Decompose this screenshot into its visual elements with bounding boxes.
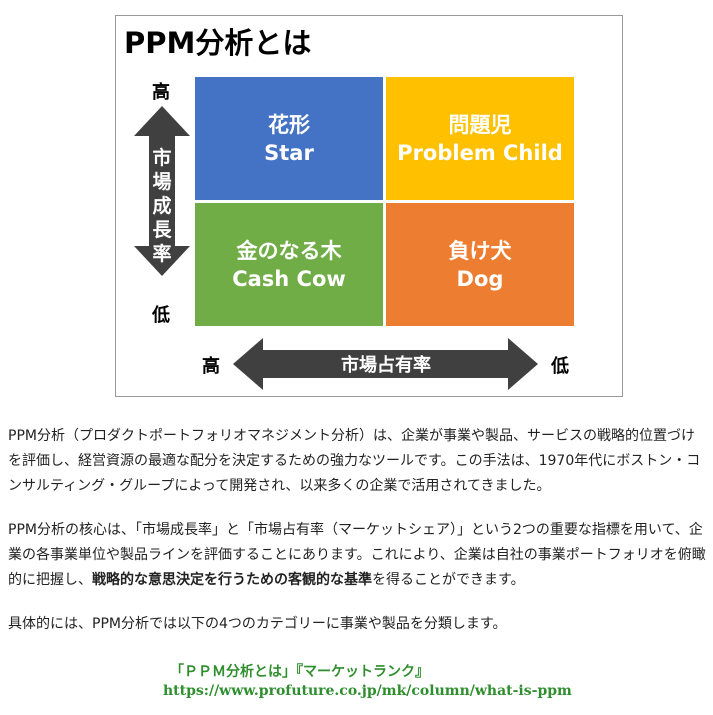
figure-title: PPM分析とは (124, 26, 312, 60)
quadrant-star: 花形 Star (194, 76, 384, 201)
quadrant-en: Cash Cow (232, 266, 346, 291)
quadrant-cash-cow: 金のなる木 Cash Cow (194, 202, 384, 327)
quadrant-jp: 金のなる木 (236, 238, 342, 263)
quadrant-dog: 負け犬 Dog (385, 202, 575, 327)
x-axis-label: 市場占有率 (341, 355, 431, 376)
paragraph-2-bold: 戦略的な意思決定を行うための客観的な基準 (92, 572, 372, 588)
vertical-arrow (134, 106, 190, 276)
horizontal-arrow (233, 338, 538, 390)
quadrant-jp: 花形 (268, 112, 310, 137)
quadrant-jp: 負け犬 (448, 238, 512, 263)
quadrant-en: Problem Child (397, 140, 563, 165)
quadrant-en: Dog (456, 266, 504, 291)
paragraph-2: PPM分析の核心は、「市場成長率」と「市場占有率（マーケットシェア）」という2つ… (8, 518, 708, 593)
axis-arrows (134, 106, 538, 390)
paragraph-2-text-end: を得ることができます。 (372, 572, 525, 588)
citation-url: https://www.profuture.co.jp/mk/column/wh… (163, 683, 572, 699)
y-axis-high: 高 (152, 82, 170, 103)
y-axis-low: 低 (152, 305, 170, 326)
x-axis-low: 低 (551, 356, 569, 377)
quadrant-problem-child: 問題児 Problem Child (385, 76, 575, 201)
x-axis-high: 高 (202, 356, 220, 377)
quadrant-jp: 問題児 (448, 112, 512, 137)
ppm-matrix-figure: PPM分析とは 市場成長率 市場占有率 高 低 高 低 花形 Star 問題児 … (115, 15, 623, 397)
paragraph-1: PPM分析（プロダクトポートフォリオマネジメント分析）は、企業が事業や製品、サー… (8, 428, 701, 494)
paragraph-2-text: PPM分析の核心は、「市場成長率」と「市場占有率（マーケットシェア）」という2つ… (8, 522, 706, 588)
quadrant-en: Star (264, 140, 314, 165)
paragraph-3: 具体的には、PPM分析では以下の4つのカテゴリーに事業や製品を分類します。 (8, 616, 507, 632)
y-axis-label: 市場成長率 (152, 147, 172, 265)
citation-title: 「ＰＰＭ分析とは」『マーケットランク』 (170, 664, 429, 680)
